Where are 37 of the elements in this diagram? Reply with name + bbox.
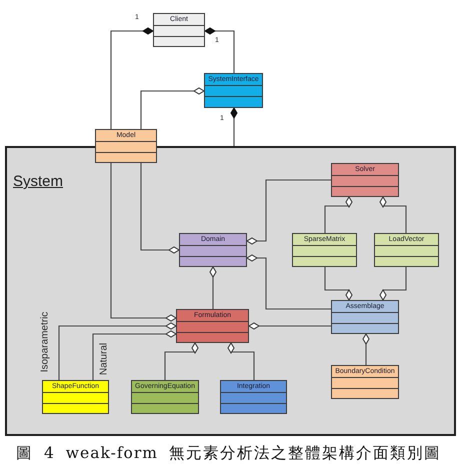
aggregation-connector: [246, 179, 331, 244]
class-box: [179, 233, 247, 267]
class-box: [331, 365, 399, 399]
class-box: [220, 380, 287, 414]
class-box: [331, 163, 399, 197]
role-label: Natural: [98, 342, 110, 376]
composition-connector: [204, 28, 235, 73]
aggregation-connector: [362, 334, 370, 365]
class-box: [176, 309, 249, 343]
aggregation-connector: [140, 163, 180, 254]
aggregation-connector: [58, 322, 176, 380]
composition-connector: [230, 108, 238, 146]
class-box: [204, 73, 263, 108]
class-box: [42, 380, 109, 414]
package-name: System: [13, 173, 64, 190]
aggregation-connector: [210, 266, 216, 309]
class-box: [374, 233, 439, 267]
aggregation-connector: [380, 196, 407, 233]
package-frame: [5, 146, 456, 436]
aggregation-connector: [380, 267, 407, 300]
role-label: Isoparametric: [40, 312, 50, 372]
figure-caption: 圖 4 weak-form 無元素分析法之整體架構介面類別圖: [15, 443, 442, 464]
aggregation-connector: [248, 322, 331, 330]
aggregation-connector: [92, 330, 176, 380]
aggregation-connector: [110, 163, 176, 322]
aggregation-connector: [324, 196, 352, 233]
class-box: [131, 380, 199, 414]
aggregation-connector: [228, 342, 255, 380]
aggregation-connector: [164, 342, 198, 380]
aggregation-connector: [140, 88, 204, 129]
class-box: [95, 129, 157, 163]
class-box: [331, 300, 399, 334]
class-box: [292, 233, 357, 267]
composition-connector: [110, 28, 154, 129]
aggregation-connector: [324, 267, 352, 300]
aggregation-connector: [246, 254, 331, 310]
class-box: [153, 13, 205, 47]
